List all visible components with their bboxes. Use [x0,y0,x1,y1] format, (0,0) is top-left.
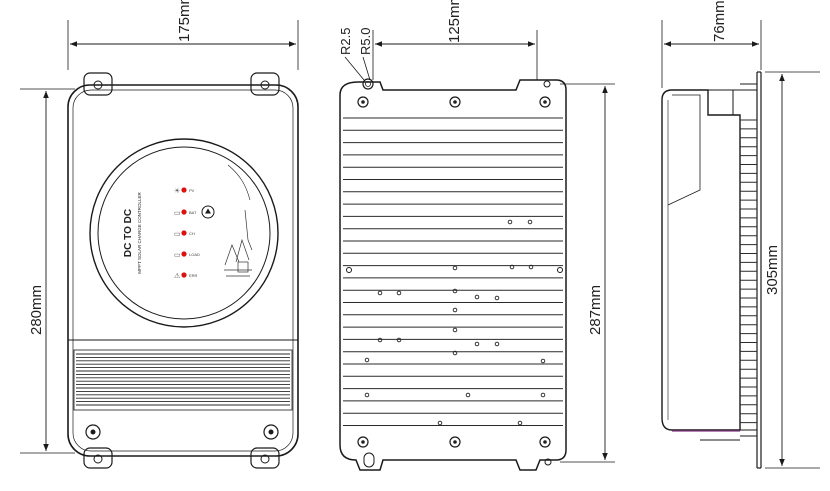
indicator-led-err [181,272,187,278]
indicator-label-ch: CH [189,231,195,236]
mode-button-arrow-icon [205,208,211,214]
indicator-led-bat [181,209,187,215]
indicator-icon-bat: ▭ [174,210,181,217]
front-screw-left [85,424,101,440]
front-body-inner [72,89,294,452]
rear-view [339,78,567,471]
front-top-right-ear [250,72,280,96]
display-title-line2: MPPT SOLAR CHARGE CONTROLLER [137,192,142,274]
indicator-icon-ch: ▭ [174,231,181,238]
front-height-label: 280mm [28,285,45,335]
front-body-outline [67,84,299,457]
mode-button[interactable] [201,205,215,219]
rear-fastener-holes [364,219,546,426]
side-view [661,71,762,469]
indicator-column: ☀ PV ▭ BAT ▭ CH ▭ LOAD ⚠ ERR [174,187,200,280]
indicator-label-load: LOAD [189,252,200,257]
side-heatsink-fins [740,119,757,424]
front-bottom-left-ear [83,447,113,469]
display-bezel-outer [89,138,279,328]
indicator-icon-load: ▭ [174,252,181,259]
side-height-label: 305mm [764,245,781,295]
rear-height-label: 287mm [587,285,604,335]
rear-top-left-hole [362,78,374,90]
indicator-icon-err: ⚠ [174,272,180,280]
indicator-label-pv: PV [189,188,195,193]
front-width-dimension: 175mm [67,0,299,70]
front-top-left-ear [83,72,113,96]
radius-large-label: R5.0 [358,28,373,55]
display-title-line1: DC TO DC [123,209,134,257]
side-body-outline [661,89,741,431]
display-title: DC TO DC MPPT SOLAR CHARGE CONTROLLER [123,192,142,274]
rear-spacing-label: 125mm [446,0,463,43]
front-bottom-right-ear [250,447,280,469]
front-width-label: 175mm [176,0,193,42]
rear-bottom-right-hole [544,458,552,466]
radius-callouts: R2.5 R5.0 [338,28,373,81]
side-depth-label: 76mm [711,0,728,42]
side-height-dimension: 305mm [764,71,820,469]
rear-top-right-hole [543,80,551,88]
rear-heatsink-fins [343,117,563,426]
side-depth-dimension: 76mm [661,0,762,88]
display-bezel-inner [97,146,271,320]
rear-bottom-left-slot [363,452,375,468]
rear-spacing-dimension: 125mm [372,0,538,80]
front-screw-right [263,424,279,440]
front-height-dimension: 280mm [20,88,75,454]
indicator-label-err: ERR [189,273,198,278]
rear-body-outline [339,79,567,471]
front-view: DC TO DC MPPT SOLAR CHARGE CONTROLLER ☀ … [67,72,299,469]
indicator-led-load [181,251,187,257]
indicator-icon-pv: ☀ [174,187,180,195]
rear-height-dimension: 287mm [560,83,615,463]
front-vent-grille [76,353,290,406]
display-graphic [224,209,253,277]
radius-small-label: R2.5 [338,28,353,55]
indicator-led-pv [181,187,187,193]
indicator-label-bat: BAT [189,210,197,215]
indicator-led-ch [181,230,187,236]
